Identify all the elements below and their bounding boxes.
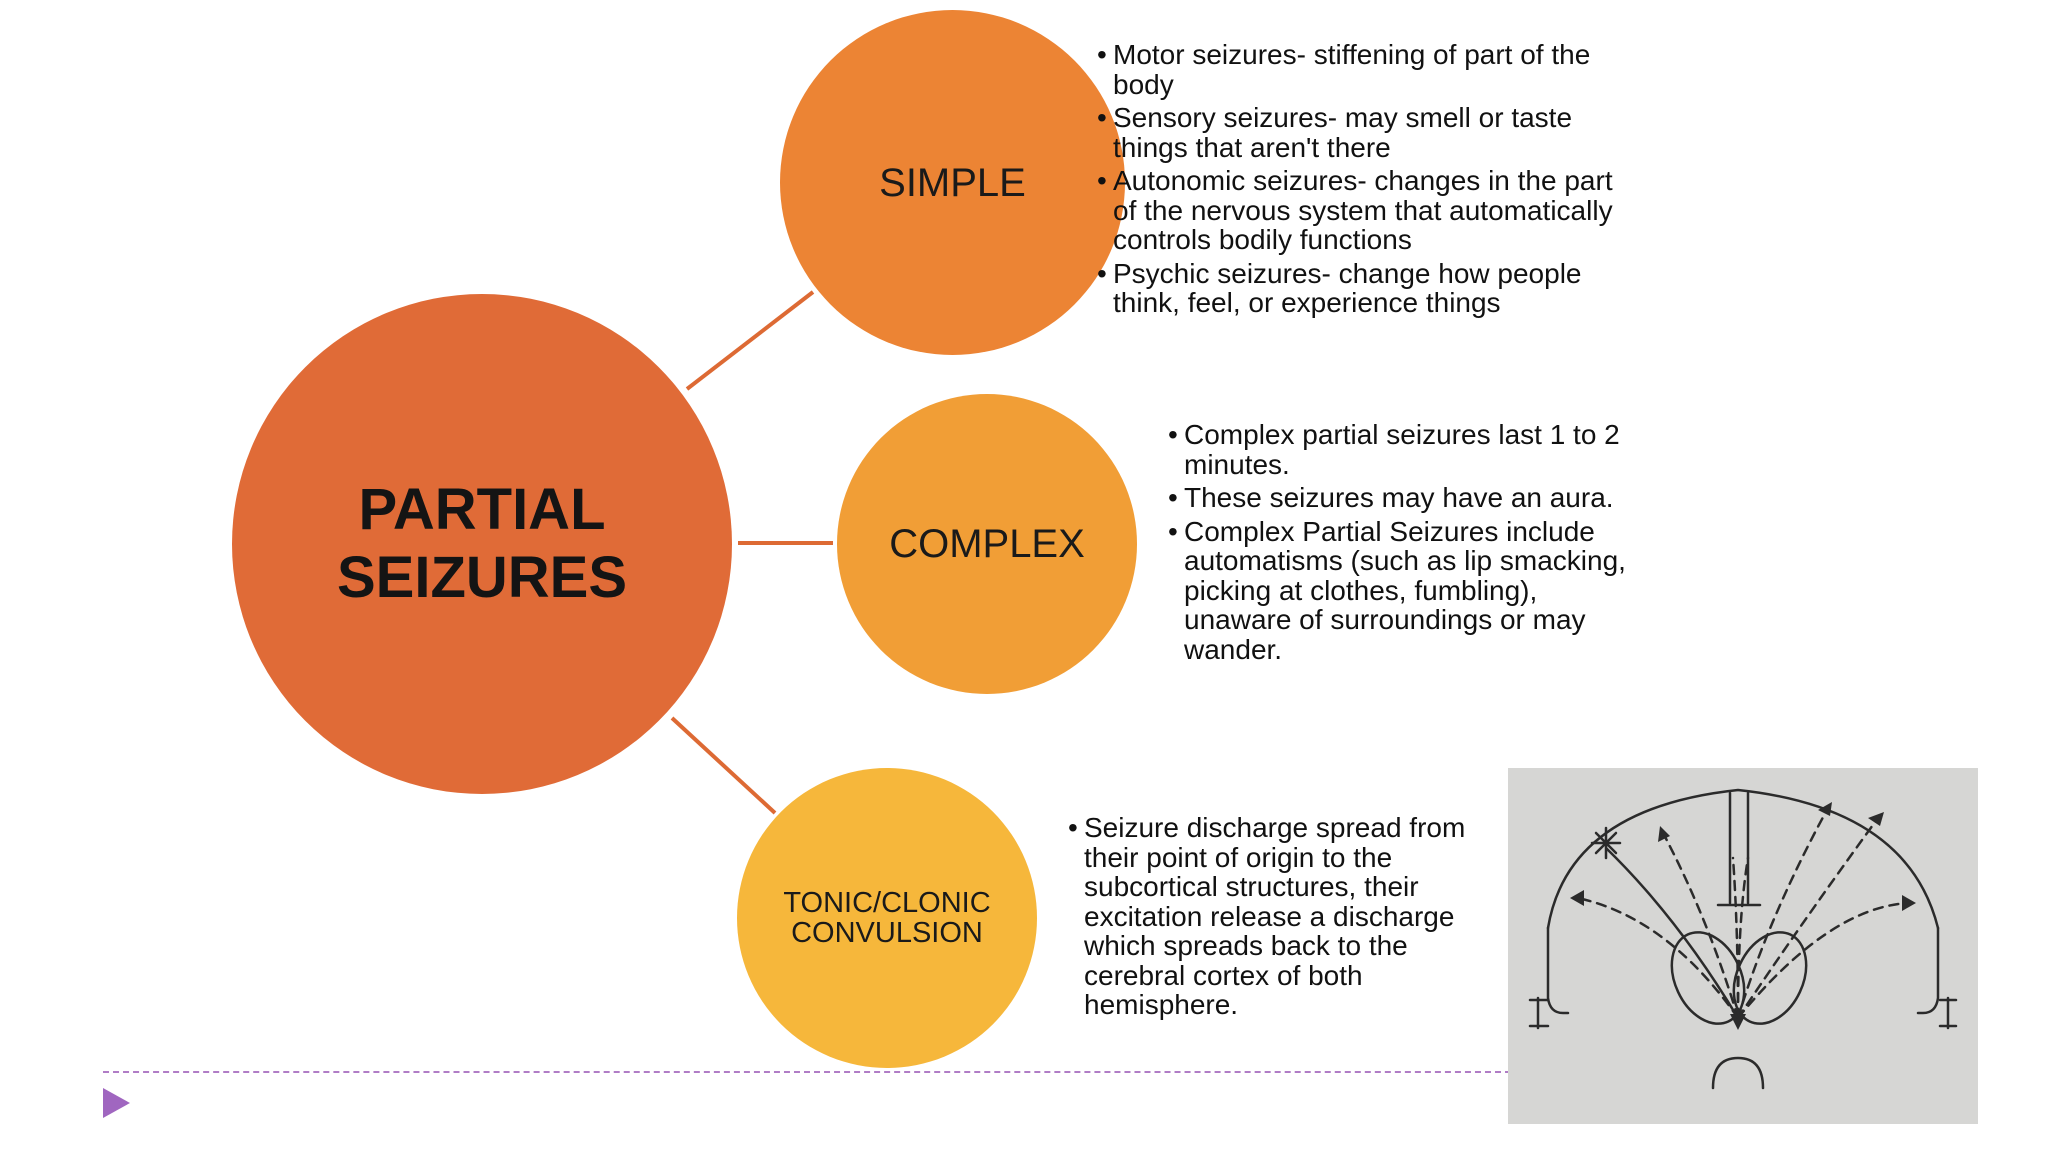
bullet-dot: • [1097, 102, 1107, 133]
bullet-dot: • [1168, 419, 1178, 450]
bullet-item: •Complex partial seizures last 1 to 2 mi… [1168, 420, 1648, 479]
connector-simple [685, 290, 815, 391]
bullet-text: These seizures may have an aura. [1184, 482, 1614, 513]
tonic-clonic-node: TONIC/CLONIC CONVULSION [737, 768, 1037, 1068]
bullet-dot: • [1097, 165, 1107, 196]
tonic-clonic-bullet-list: •Seizure discharge spread from their poi… [1068, 813, 1488, 1024]
tonic-clonic-label: TONIC/CLONIC CONVULSION [783, 887, 991, 949]
simple-node: SIMPLE [780, 10, 1125, 355]
bullet-text: Seizure discharge spread from their poin… [1084, 812, 1466, 1020]
bullet-item: •These seizures may have an aura. [1168, 483, 1648, 513]
bullet-item: •Complex Partial Seizures include automa… [1168, 515, 1648, 665]
bullet-text: Autonomic seizures- changes in the part … [1113, 165, 1613, 255]
simple-bullet-list: •Motor seizures- stiffening of part of t… [1097, 40, 1637, 322]
bullet-item: •Seizure discharge spread from their poi… [1068, 813, 1488, 1020]
bullet-item: •Sensory seizures- may smell or taste th… [1097, 103, 1637, 162]
bullet-text: Complex partial seizures last 1 to 2 min… [1184, 419, 1620, 480]
bullet-dot: • [1168, 482, 1178, 513]
bullet-dot: • [1068, 812, 1078, 843]
bullet-dot: • [1097, 39, 1107, 70]
bullet-text: Complex Partial Seizures include automat… [1184, 515, 1626, 665]
play-triangle-icon [103, 1088, 130, 1118]
partial-seizures-node: PARTIAL SEIZURES [232, 294, 732, 794]
brain-discharge-sketch [1508, 768, 1978, 1124]
bullet-text: Motor seizures- stiffening of part of th… [1113, 39, 1591, 100]
bullet-text: Psychic seizures- change how people thin… [1113, 257, 1582, 318]
simple-label: SIMPLE [879, 160, 1026, 205]
partial-seizures-label: PARTIAL SEIZURES [336, 477, 628, 610]
connector-tonic [670, 716, 777, 815]
bullet-dot: • [1168, 515, 1178, 547]
brain-discharge-illustration [1508, 768, 1978, 1124]
complex-label: COMPLEX [889, 522, 1085, 566]
bullet-item: •Autonomic seizures- changes in the part… [1097, 166, 1637, 255]
footer-dashed-divider [103, 1071, 1511, 1073]
bullet-item: •Motor seizures- stiffening of part of t… [1097, 40, 1637, 99]
bullet-item: •Psychic seizures- change how people thi… [1097, 257, 1637, 318]
complex-node: COMPLEX [837, 394, 1137, 694]
bullet-dot: • [1097, 257, 1107, 289]
complex-bullet-list: •Complex partial seizures last 1 to 2 mi… [1168, 420, 1648, 668]
bullet-text: Sensory seizures- may smell or taste thi… [1113, 102, 1573, 163]
